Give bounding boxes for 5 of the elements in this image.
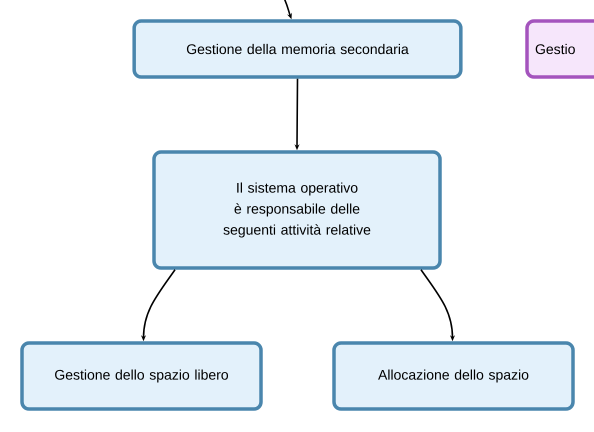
topic-box: Gestione dello spazio libero xyxy=(20,341,263,411)
topic-box: Allocazione dello spazio xyxy=(332,341,575,411)
topic-box: Il sistema operativo è responsabile delle seguenti attività relative xyxy=(152,150,442,270)
topic-box: Gestio xyxy=(525,19,594,79)
topic-box: Gestione della memoria secondaria xyxy=(132,19,463,79)
